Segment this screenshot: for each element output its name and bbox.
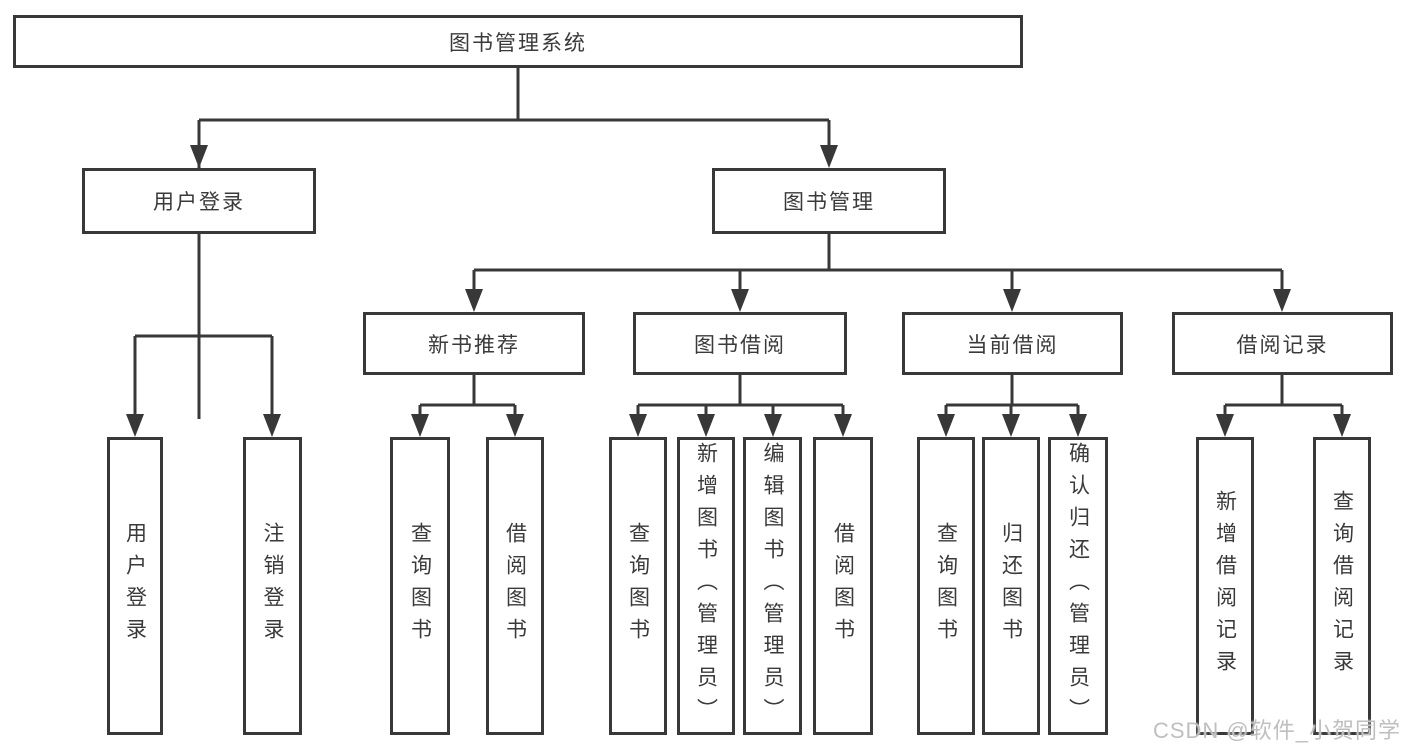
node-book-management-label: 图书管理 [783,191,875,214]
node-current-borrow: 当前借阅 [902,312,1123,375]
node-book-borrow: 图书借阅 [633,312,847,375]
node-borrow-records-label: 借阅记录 [1236,333,1329,357]
wire-book-management [472,234,1284,294]
node-book-borrow-label: 图书借阅 [694,333,786,357]
node-root: 图书管理系统 [13,15,1023,68]
node-borrow-records: 借阅记录 [1172,312,1393,375]
leaf-br-add-record-label: 新增借阅记录 [1213,490,1237,682]
leaf-cb-confirm-return: 确认归还（管理员） [1048,437,1108,735]
leaf-cb-confirm-return-label: 确认归还（管理员） [1066,442,1090,730]
node-current-borrow-label: 当前借阅 [966,333,1059,357]
leaf-bb-borrow-books: 借阅图书 [813,437,873,735]
leaf-nb-borrow-books-label: 借阅图书 [503,522,527,650]
leaf-logout-label: 注销登录 [261,522,284,650]
wire-book-borrow [636,375,845,419]
leaf-bb-edit-books: 编辑图书（管理员） [743,437,802,735]
node-book-management: 图书管理 [712,168,946,234]
leaf-br-query-record-label: 查询借阅记录 [1330,490,1354,682]
leaf-bb-borrow-books-label: 借阅图书 [831,522,855,650]
leaf-nb-query-books: 查询图书 [390,437,450,735]
leaf-bb-query-books-label: 查询图书 [626,522,650,650]
leaf-nb-query-books-label: 查询图书 [408,522,432,650]
leaf-cb-query-books: 查询图书 [917,437,975,735]
leaf-user-login: 用户登录 [107,437,163,735]
node-user-login: 用户登录 [82,168,316,234]
wire-user-login [133,234,274,419]
node-new-book-recommend-label: 新书推荐 [428,333,520,357]
leaf-user-login-label: 用户登录 [123,522,147,650]
leaf-logout: 注销登录 [243,437,302,735]
csdn-watermark: CSDN @软件_小贺同学 [1152,718,1401,743]
leaf-bb-add-books: 新增图书（管理员） [677,437,735,735]
leaf-cb-query-books-label: 查询图书 [934,522,958,650]
leaf-bb-query-books: 查询图书 [609,437,667,735]
leaf-bb-edit-books-label: 编辑图书（管理员） [761,442,784,730]
leaf-br-query-record: 查询借阅记录 [1313,437,1371,735]
leaf-nb-borrow-books: 借阅图书 [486,437,544,735]
node-user-login-label: 用户登录 [153,191,245,214]
wire-borrow-records [1223,375,1344,419]
arrowheads [126,145,1351,437]
wire-root [197,68,831,419]
leaf-bb-add-books-label: 新增图书（管理员） [694,442,718,730]
leaf-cb-return-books-label: 归还图书 [999,522,1023,650]
leaf-br-add-record: 新增借阅记录 [1196,437,1254,735]
node-root-label: 图书管理系统 [449,31,587,55]
wire-current-borrow [944,375,1080,419]
wire-new-book [418,375,517,419]
node-new-book-recommend: 新书推荐 [363,312,585,375]
leaf-cb-return-books: 归还图书 [982,437,1040,735]
